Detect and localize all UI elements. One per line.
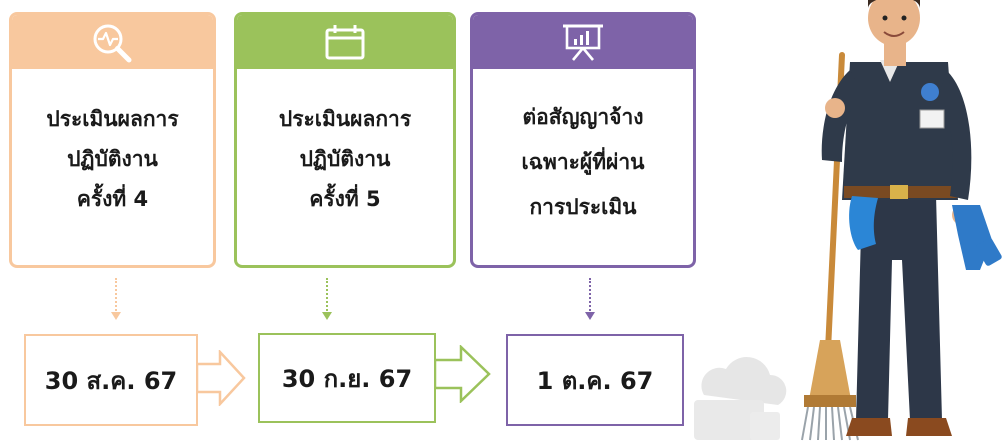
step-3-line-1: ต่อสัญญาจ้าง xyxy=(522,105,644,129)
flow-arrow-1 xyxy=(196,350,246,406)
date-1: 30 ส.ค. 67 xyxy=(44,366,178,395)
connector-2-arrowhead xyxy=(322,312,332,320)
connector-3 xyxy=(589,278,591,314)
step-card-2: ประเมินผลการ ปฏิบัติงาน ครั้งที่ 5 xyxy=(234,12,456,268)
step-2-line-1: ประเมินผลการ xyxy=(278,107,412,131)
connector-2 xyxy=(326,278,328,314)
step-3-line-2: เฉพาะผู้ที่ผ่าน xyxy=(521,150,645,174)
date-box-1: 30 ส.ค. 67 xyxy=(24,334,198,426)
magnifier-pulse-icon xyxy=(93,24,131,63)
calendar-icon xyxy=(325,25,365,60)
date-box-3: 1 ต.ค. 67 xyxy=(506,334,684,426)
presentation-board-icon xyxy=(563,24,603,61)
step-2-line-2: ปฏิบัติงาน xyxy=(299,147,391,171)
step-2-line-3: ครั้งที่ 5 xyxy=(309,187,381,211)
connector-3-arrowhead xyxy=(585,312,595,320)
step-card-2-header xyxy=(237,15,453,69)
cloud-computer-watermark xyxy=(694,357,787,440)
flow-arrow-2 xyxy=(434,345,491,403)
step-card-1: ประเมินผลการ ปฏิบัติงาน ครั้งที่ 4 xyxy=(9,12,216,268)
step-1-line-1: ประเมินผลการ xyxy=(46,107,179,131)
step-1-line-2: ปฏิบัติงาน xyxy=(67,147,158,171)
step-card-3-header xyxy=(473,15,693,69)
janitor-illustration xyxy=(801,0,1002,441)
connector-1 xyxy=(115,278,117,314)
step-card-1-header xyxy=(12,15,213,69)
date-2: 30 ก.ย. 67 xyxy=(281,364,413,393)
connector-1-arrowhead xyxy=(111,312,121,320)
date-3: 1 ต.ค. 67 xyxy=(536,366,654,395)
step-3-line-3: การประเมิน xyxy=(529,195,637,219)
step-card-3: ต่อสัญญาจ้าง เฉพาะผู้ที่ผ่าน การประเมิน xyxy=(470,12,696,268)
date-box-2: 30 ก.ย. 67 xyxy=(258,333,436,423)
step-1-line-3: ครั้งที่ 4 xyxy=(76,187,149,211)
